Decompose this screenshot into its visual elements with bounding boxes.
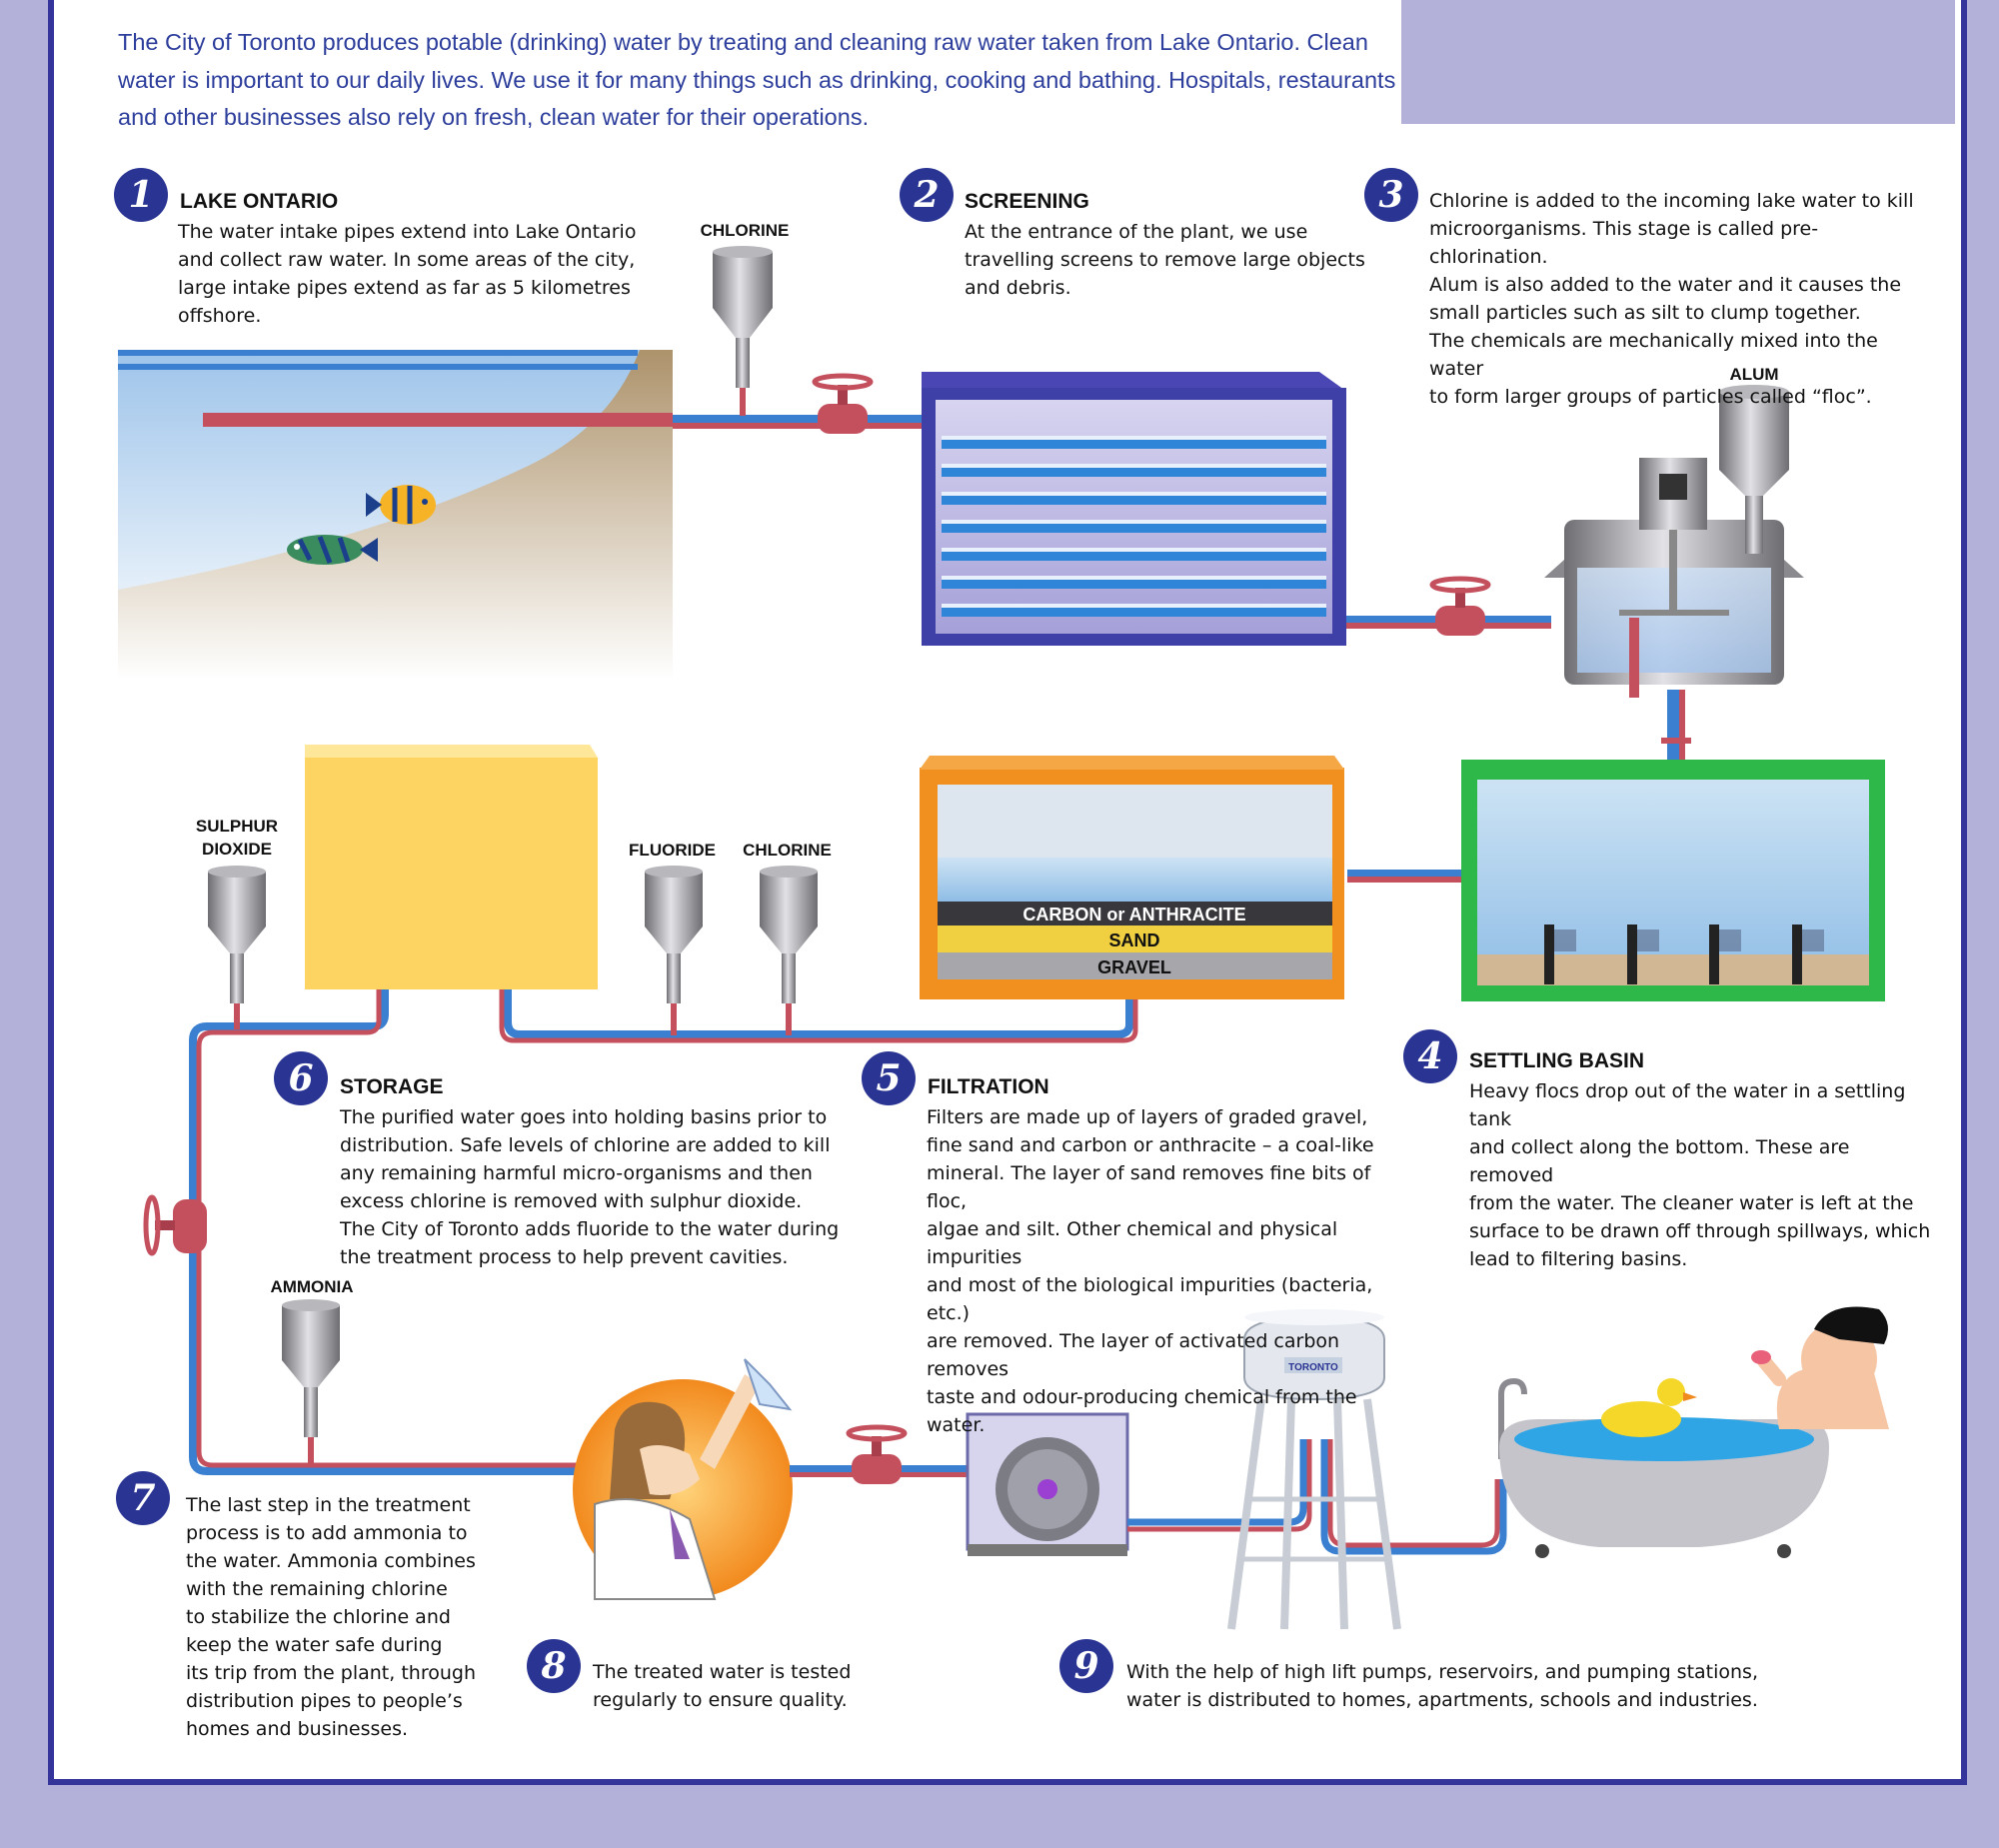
step-7-badge: 7 [116,1471,170,1525]
screen-band-highlight [942,604,1326,608]
pipe-filter-to-storage [499,989,1138,1043]
step-8-text: The treated water is tested regularly to… [593,1661,852,1711]
ammonia-label: AMMONIA [270,1277,354,1296]
lake-ontario-illustration [118,350,673,680]
step-6-badge: 6 [274,1051,328,1105]
ammonia-hopper [282,1299,340,1467]
screen-band [942,580,1326,589]
step-1-title: LAKE ONTARIO [180,190,339,213]
chlorine-hopper-top [713,246,773,416]
step-2-title: SCREENING [965,190,1089,213]
intro-paragraph: The City of Toronto produces potable (dr… [118,29,1396,130]
screen-band-highlight [942,436,1326,440]
step-9-text: With the help of high lift pumps, reserv… [1126,1661,1759,1711]
pipe-pump-to-tower [1127,1439,1507,1555]
step-7-text: The last step in the treatment process i… [186,1494,476,1740]
step-4-badge: 4 [1403,1029,1457,1083]
corner-tab [1401,0,1955,124]
valve-icon[interactable] [812,373,874,434]
step-6-title: STORAGE [340,1075,444,1098]
step-2-badge: 2 [900,168,954,222]
carbon-layer [938,902,1332,925]
sulphur-dioxide-label: SULPHUR DIOXIDE [195,817,279,859]
screen-band [942,608,1326,617]
sulphur-dioxide-hopper [208,866,266,1029]
fluoride-label: FLUORIDE [629,841,716,860]
bathtub-illustration [1498,1306,1889,1558]
screen-band [942,552,1326,561]
step-6-text: The purified water goes into holding bas… [340,1106,840,1268]
scientist-illustration [573,1358,793,1600]
storage-tank [305,745,598,989]
sand-label: SAND [1108,930,1159,950]
valve-icon[interactable] [1429,576,1491,636]
step-5-badge: 5 [862,1051,916,1105]
gravel-label: GRAVEL [1097,957,1171,977]
screening-tank [922,372,1346,646]
step-4-title: SETTLING BASIN [1469,1049,1645,1072]
step-5-text: Filters are made up of layers of graded … [927,1106,1374,1436]
step-9-badge: 9 [1059,1639,1113,1693]
valve-icon[interactable] [143,1194,207,1256]
tower-logo-text: TORONTO [1288,1362,1338,1373]
screen-band-highlight [942,492,1326,496]
step-1-text: The water intake pipes extend into Lake … [178,221,637,327]
step-4-text: Heavy flocs drop out of the water in a s… [1469,1080,1931,1270]
screen-band [942,468,1326,477]
fish-icon [287,535,378,565]
screen-band [942,440,1326,449]
chlorine-label-mid: CHLORINE [743,841,832,860]
filtration-basin: CARBON or ANTHRACITE SAND GRAVEL [920,756,1344,999]
screen-band [942,496,1326,505]
chlorine-label-top: CHLORINE [700,221,790,240]
pipe-storage-to-distribution [189,989,600,1475]
sand-layer [938,925,1332,952]
high-lift-pump [966,1412,1129,1556]
fish-icon [366,485,436,525]
traveling-screens [942,436,1326,617]
settling-basin [1461,760,1885,1001]
step-3-text: Chlorine is added to the incoming lake w… [1429,190,1914,408]
step-8-badge: 8 [527,1639,581,1693]
step-5-title: FILTRATION [928,1075,1049,1098]
carbon-label: CARBON or ANTHRACITE [1022,905,1245,924]
screen-band-highlight [942,548,1326,552]
fluoride-hopper [645,866,703,1035]
step-3-badge: 3 [1364,168,1418,222]
step-1-badge: 1 [114,168,168,222]
alum-label: ALUM [1729,365,1779,384]
mixing-tank [1544,458,1804,760]
chlorine-hopper-mid [760,866,818,1035]
pipe-lake-to-screening [673,415,928,429]
alum-hopper [1719,385,1789,554]
screen-band [942,524,1326,533]
screen-band-highlight [942,464,1326,468]
pipe-settling-to-filter [1347,870,1461,883]
step-2-text: At the entrance of the plant, we use tra… [965,221,1365,299]
water-tower: TORONTO [1227,1309,1401,1630]
screen-band-highlight [942,520,1326,524]
gravel-layer [938,952,1332,979]
valve-icon[interactable] [846,1424,908,1484]
screen-band-highlight [942,576,1326,580]
